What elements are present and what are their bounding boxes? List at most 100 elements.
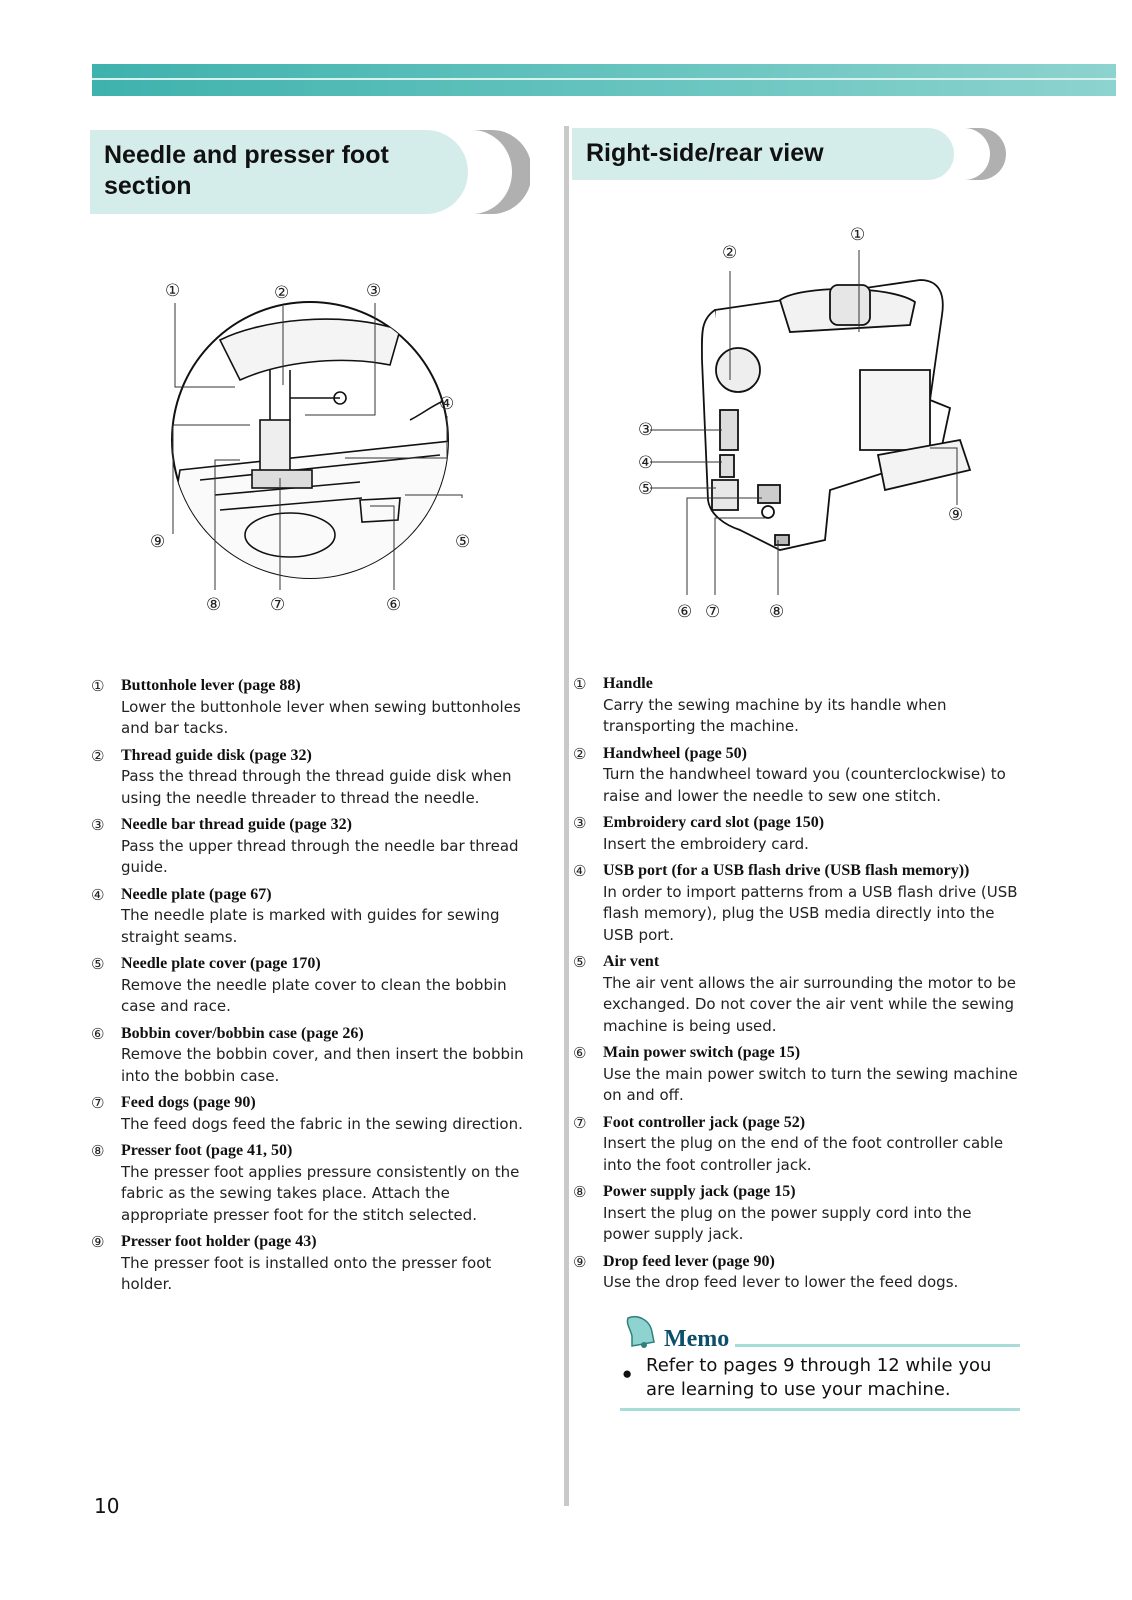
item-number: ②	[573, 744, 587, 763]
item-description: Insert the embroidery card.	[603, 834, 809, 853]
column-divider	[564, 126, 569, 1506]
item-description: The needle plate is marked with guides f…	[121, 906, 500, 946]
callout-4: ④	[638, 453, 654, 473]
item-title: Feed dogs (page 90)	[121, 1094, 256, 1111]
memo-title: Memo	[664, 1326, 730, 1352]
callout-2: ②	[722, 243, 738, 263]
item-title: Needle plate cover (page 170)	[121, 955, 321, 972]
callout-5: ⑤	[455, 532, 471, 552]
memo-title-rule	[735, 1344, 1020, 1347]
callout-7: ⑦	[270, 595, 286, 615]
callout-6: ⑥	[677, 602, 693, 622]
item-number: ③	[573, 814, 587, 832]
item-title: Power supply jack (page 15)	[603, 1183, 796, 1200]
list-item: ② Handwheel (page 50) Turn the handwheel t…	[573, 743, 1018, 808]
item-description: Pass the thread through the thread guide…	[121, 767, 512, 807]
item-description: Use the drop feed lever to lower the fee…	[603, 1273, 959, 1291]
callout-3: ③	[638, 420, 654, 440]
item-title: Needle bar thread guide (page 32)	[121, 816, 352, 833]
item-number: ①	[573, 675, 587, 693]
callout-1: ①	[850, 225, 866, 245]
chevron-right-icon	[472, 130, 530, 214]
item-title: Handle	[603, 675, 653, 692]
page-number: 10	[94, 1494, 120, 1518]
list-item: ① Buttonhole lever (page 88) Lower the but…	[91, 675, 536, 740]
memo-text: Refer to pages 9 through 12 while you ar…	[646, 1355, 992, 1400]
rear-view-illustration	[650, 250, 972, 595]
item-description: Use the main power switch to turn the se…	[603, 1064, 1018, 1105]
item-description: Lower the buttonhole lever when sewing b…	[121, 697, 521, 738]
list-item: ④ USB port (for a USB flash drive (USB fl…	[573, 860, 1018, 946]
item-title: Bobbin cover/bobbin case (page 26)	[121, 1024, 364, 1042]
item-title: Buttonhole lever (page 88)	[121, 677, 301, 694]
item-title: Drop feed lever (page 90)	[603, 1252, 775, 1270]
callout-2: ②	[274, 283, 290, 303]
item-number: ⑦	[573, 1113, 587, 1132]
item-number: ⑥	[573, 1044, 587, 1062]
item-title: Thread guide disk (page 32)	[121, 746, 312, 764]
callout-7: ⑦	[705, 602, 721, 622]
memo-box: Memo ● Refer to pages 9 through 12 while…	[620, 1316, 1020, 1415]
list-item: ④ Needle plate (page 67) The needle plate …	[91, 884, 536, 949]
item-number: ⑨	[91, 1233, 105, 1251]
item-description: The feed dogs feed the fabric in the sew…	[121, 1114, 523, 1133]
item-number: ⑧	[91, 1142, 105, 1160]
list-item: ⑧ Presser foot (page 41, 50) The presser f…	[91, 1140, 536, 1226]
callout-1: ①	[165, 281, 181, 301]
item-description: The presser foot applies pressure consis…	[121, 1162, 520, 1224]
list-item: ⑥ Main power switch (page 15) Use the main…	[573, 1042, 1018, 1107]
item-description: Remove the bobbin cover, and then insert…	[121, 1045, 524, 1085]
item-number: ⑤	[91, 955, 105, 973]
memo-bell-icon	[626, 1316, 655, 1348]
bullet-icon: ●	[622, 1364, 633, 1383]
item-title: USB port (for a USB flash drive (USB fla…	[603, 862, 970, 879]
item-title: Embroidery card slot (page 150)	[603, 814, 825, 831]
chevron-right-icon	[964, 128, 1006, 180]
callout-8: ⑧	[769, 602, 785, 622]
left-section-heading: Needle and presser foot section	[90, 130, 530, 214]
item-number: ⑧	[573, 1183, 587, 1201]
item-description: Remove the needle plate cover to clean t…	[121, 975, 507, 1016]
callout-8: ⑧	[206, 595, 222, 615]
needle-presser-foot-illustration	[171, 301, 463, 590]
item-description: Carry the sewing machine by its handle w…	[603, 695, 947, 736]
item-title: Handwheel (page 50)	[603, 744, 747, 762]
item-description: In order to import patterns from a USB f…	[603, 882, 1018, 944]
left-parts-list: ① Buttonhole lever (page 88) Lower the but…	[91, 675, 536, 1301]
callout-6: ⑥	[386, 595, 402, 615]
item-number: ①	[91, 677, 105, 695]
right-heading-title: Right-side/rear view	[586, 139, 824, 167]
item-description: Pass the upper thread through the needle…	[121, 836, 519, 877]
list-item: ⑨ Drop feed lever (page 90) Use the drop f…	[573, 1251, 1018, 1294]
item-number: ⑨	[573, 1252, 587, 1271]
item-number: ④	[573, 862, 587, 880]
callout-3: ③	[366, 281, 382, 301]
item-title: Presser foot (page 41, 50)	[121, 1142, 293, 1159]
callout-9: ⑨	[150, 532, 166, 552]
item-title: Main power switch (page 15)	[603, 1044, 801, 1061]
left-heading-title: Needle and presser foot section	[104, 141, 389, 200]
item-description: Turn the handwheel toward you (countercl…	[603, 765, 1006, 805]
item-title: Presser foot holder (page 43)	[121, 1233, 317, 1250]
item-number: ⑤	[573, 953, 587, 971]
item-number: ④	[91, 885, 105, 904]
item-title: Air vent	[603, 953, 660, 970]
item-title: Needle plate (page 67)	[121, 885, 272, 903]
item-description: The air vent allows the air surrounding …	[603, 973, 1016, 1035]
item-title: Foot controller jack (page 52)	[603, 1113, 806, 1131]
list-item: ③ Embroidery card slot (page 150) Insert t…	[573, 812, 1018, 855]
item-number: ⑦	[91, 1094, 105, 1112]
list-item: ⑤ Needle plate cover (page 170) Remove the…	[91, 953, 536, 1018]
callout-4: ④	[439, 394, 455, 414]
header-band	[92, 64, 1116, 96]
right-section-heading: Right-side/rear view	[572, 128, 1018, 180]
callout-5: ⑤	[638, 479, 654, 499]
